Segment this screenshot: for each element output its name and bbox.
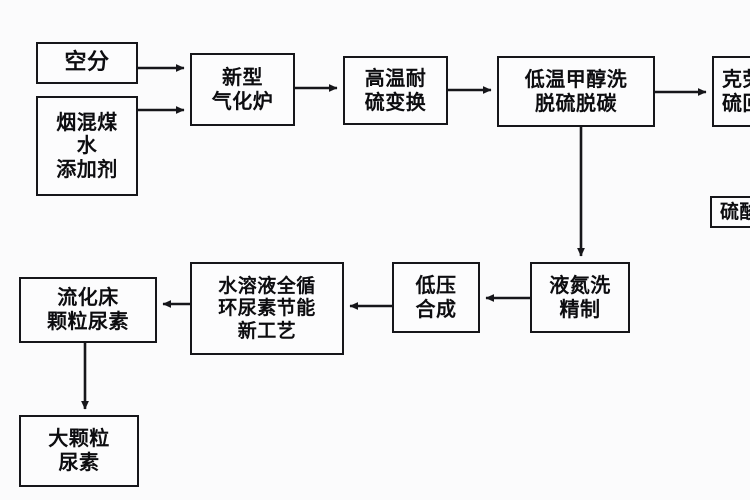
node-label-line: 低压 — [415, 272, 457, 297]
node-air-separation[interactable]: 空分 — [36, 42, 138, 84]
node-label-line: 空分 — [64, 50, 110, 76]
node-label-line: 硫酸 — [720, 200, 750, 223]
node-sulfuric-acid[interactable]: 硫酸 — [710, 196, 750, 228]
node-high-temp-sulfur-shift[interactable]: 高温耐 硫变换 — [343, 56, 448, 125]
node-label-line: 流化床 — [57, 285, 119, 310]
node-coal-water-slurry[interactable]: 烟混煤 水 添加剂 — [36, 96, 138, 196]
node-label-line: 新型 — [222, 64, 263, 89]
node-claus-sulfur-recovery[interactable]: 克劳斯 硫回收 — [712, 56, 750, 127]
node-label-line: 低温甲醇洗 — [524, 66, 628, 91]
node-label-line: 液氮洗 — [549, 272, 611, 297]
node-new-gasifier[interactable]: 新型 气化炉 — [190, 53, 295, 126]
node-label-line: 环尿素节能 — [218, 297, 316, 320]
node-label-clipped: 克劳斯 硫回收 — [714, 68, 750, 115]
node-label-line: 合成 — [415, 296, 457, 321]
node-label-line: 高温耐 — [364, 65, 427, 90]
node-label-line: 脱硫脱碳 — [535, 90, 617, 115]
node-label-line: 硫回收 — [722, 90, 750, 115]
node-label-line: 气化炉 — [211, 88, 274, 113]
node-label-line: 精制 — [559, 296, 601, 321]
node-label-line: 克劳斯 — [722, 67, 750, 91]
node-fluidized-bed-granular-urea[interactable]: 流化床 颗粒尿素 — [19, 277, 157, 343]
node-label-line: 尿素 — [58, 450, 100, 474]
node-label-line: 颗粒尿素 — [47, 309, 129, 333]
node-label-line: 烟混煤 — [56, 109, 118, 134]
node-label-line: 硫变换 — [364, 89, 427, 114]
node-aqueous-urea-process[interactable]: 水溶液全循 环尿素节能 新工艺 — [190, 262, 344, 355]
node-low-pressure-synthesis[interactable]: 低压 合成 — [392, 262, 480, 333]
node-label-line: 水溶液全循 — [218, 274, 316, 297]
node-label-line: 新工艺 — [237, 319, 297, 342]
node-liquid-nitrogen-wash[interactable]: 液氮洗 精制 — [530, 262, 630, 333]
node-large-granular-urea[interactable]: 大颗粒 尿素 — [19, 415, 139, 487]
node-label-line: 大颗粒 — [48, 426, 110, 451]
node-label-clipped: 硫酸 — [712, 201, 750, 223]
node-rectisol-desulf-decarb[interactable]: 低温甲醇洗 脱硫脱碳 — [497, 56, 655, 127]
node-label-line: 水 — [76, 133, 98, 158]
node-label-line: 添加剂 — [56, 156, 118, 181]
